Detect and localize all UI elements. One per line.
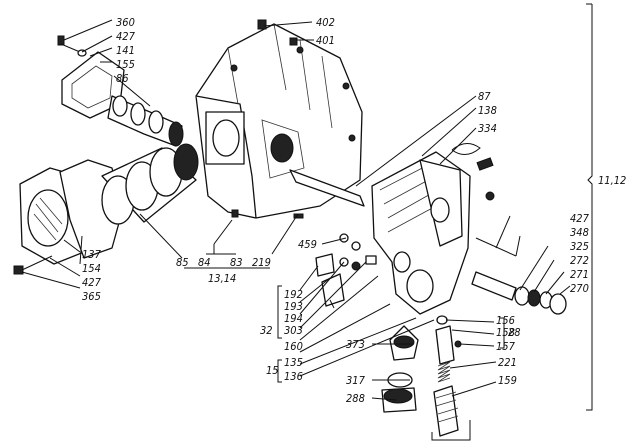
label-15: 15	[266, 364, 279, 377]
bracket-11-12	[586, 4, 593, 411]
label-427-left: 427	[82, 276, 102, 289]
label-138: 138	[478, 104, 497, 117]
label-87: 87	[478, 90, 491, 103]
label-317: 317	[346, 374, 366, 387]
label-219: 219	[252, 256, 271, 269]
label-13-14: 13,14	[208, 272, 236, 285]
left-end-cover-assembly	[13, 143, 199, 275]
piston-spring-group	[381, 315, 471, 441]
label-427-right: 427	[570, 212, 590, 225]
label-193: 193	[284, 300, 303, 313]
label-155: 155	[116, 58, 135, 71]
bolt-360	[57, 35, 81, 53]
label-11-12: 11,12	[598, 174, 626, 187]
label-365: 365	[82, 290, 101, 303]
label-156: 156	[496, 314, 515, 327]
label-459: 459	[298, 238, 317, 251]
plug-402	[257, 19, 267, 30]
leader-lines	[21, 19, 571, 401]
top-left-valve-assembly	[57, 35, 184, 147]
label-325: 325	[570, 240, 589, 253]
label-83: 83	[230, 256, 243, 269]
label-221: 221	[498, 356, 517, 369]
label-334: 334	[478, 122, 497, 135]
label-360: 360	[116, 16, 135, 29]
label-348: 348	[570, 226, 589, 239]
label-194: 194	[284, 312, 303, 325]
spring-wire	[451, 143, 481, 155]
small-fittings	[315, 233, 377, 309]
spool-86	[107, 95, 184, 147]
plug-401	[289, 37, 298, 46]
bolt-365	[13, 255, 53, 275]
pipe-325	[471, 271, 517, 301]
label-373: 373	[346, 338, 365, 351]
label-157: 157	[496, 340, 516, 353]
label-270: 270	[570, 282, 589, 295]
big-spool-85	[101, 143, 199, 225]
valve-body	[371, 143, 567, 315]
label-28: 28	[508, 326, 521, 339]
label-192: 192	[284, 288, 303, 301]
label-159: 159	[498, 374, 517, 387]
label-86: 86	[116, 72, 129, 85]
label-401: 401	[316, 34, 335, 47]
label-85: 85	[176, 256, 189, 269]
label-272: 272	[570, 254, 589, 267]
label-141: 141	[116, 44, 135, 57]
label-303: 303	[284, 324, 303, 337]
main-housing	[195, 19, 365, 219]
label-32: 32	[260, 324, 273, 337]
label-160: 160	[284, 340, 303, 353]
label-137: 137	[82, 248, 102, 261]
washer-427	[77, 49, 87, 57]
label-402: 402	[316, 16, 335, 29]
label-154: 154	[82, 262, 101, 275]
label-271: 271	[570, 268, 589, 281]
spring-221	[437, 361, 451, 383]
label-158: 158	[496, 326, 515, 339]
part-labels: 360 427 141 155 86 402 401 87 138 334 11…	[82, 16, 626, 405]
label-136: 136	[284, 370, 303, 383]
spring-159	[433, 385, 459, 437]
label-135: 135	[284, 356, 303, 369]
label-84: 84	[198, 256, 211, 269]
label-288: 288	[346, 392, 365, 405]
label-427-top: 427	[116, 30, 136, 43]
